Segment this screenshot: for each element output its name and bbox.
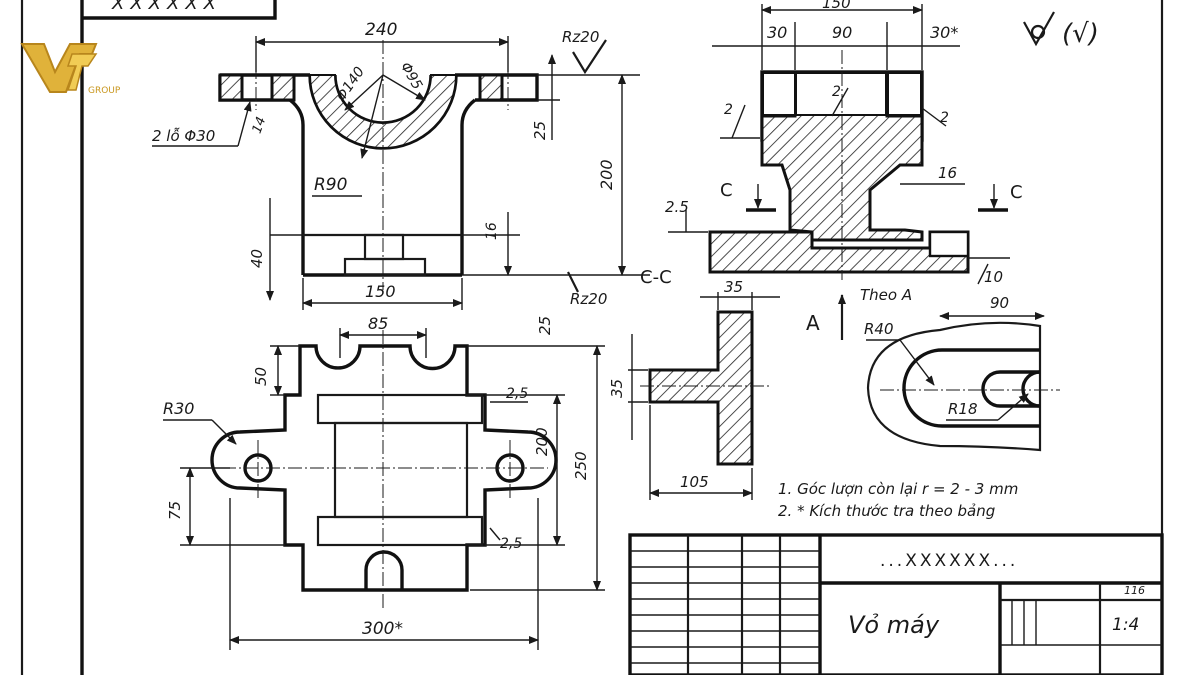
front-dim-25: 25 [531,121,549,140]
title-scale: 1:4 [1112,615,1139,635]
side-dim-25: 2.5 [665,198,689,216]
top-dim-25b: 2,5 [500,536,522,552]
top-label-box: XXXXXX [82,0,277,20]
side-dim-30-left: 30 [767,23,787,42]
detail-arrow-label: A [806,311,820,335]
front-dim-holes: 2 lỗ Φ30 [152,127,215,145]
side-dim-30-right: 30* [930,23,958,42]
side-dim-2a: 2 [724,102,733,118]
top-dim-250: 250 [572,451,590,480]
front-view: 240 Φ140 Φ95 R90 2 lỗ Φ30 14 25 200 Rz20… [152,20,650,310]
top-dim-75: 75 [166,501,184,520]
front-dim-phi95: Φ95 [397,60,425,93]
sheet-border [20,0,1164,675]
top-dim-50: 50 [252,367,270,386]
top-dim-25: 25 [536,316,554,335]
top-dim-25a: 2,5 [506,386,528,402]
side-dim-16: 16 [938,164,957,182]
side-dim-150: 150 [822,0,851,12]
top-dim-200: 200 [533,427,551,456]
note-1: 1. Góc lượn còn lại r = 2 - 3 mm [778,480,1018,498]
detail-dim-r40: R40 [864,320,894,338]
section-dim-105: 105 [680,473,709,491]
title-block: ...XXXXXX... Vỏ máy 116 1:4 [628,533,1164,675]
front-dim-150: 150 [365,282,396,301]
title-sheet-code: 116 [1124,584,1145,597]
technical-notes: 1. Góc lượn còn lại r = 2 - 3 mm 2. * Kí… [778,480,1018,520]
section-dim-35-side: 35 [608,379,626,398]
detail-dim-90: 90 [990,294,1009,312]
roughness-text: (√) [1062,19,1099,49]
title-designation: ...XXXXXX... [880,551,1018,571]
roughness-symbol: (√) [1023,11,1099,49]
front-rz20-top: Rz20 [562,28,599,46]
side-dim-2b: 2 [832,84,841,100]
front-rz20-bottom: Rz20 [570,290,607,308]
detail-view-a: A Theo A 90 R40 R18 [806,286,1060,452]
side-dim-10: 10 [984,268,1003,286]
title-part-name: Vỏ máy [848,611,940,639]
front-dim-40: 40 [248,249,266,268]
front-dim-r90: R90 [314,175,347,195]
section-cc-title: C-C [640,267,672,288]
section-dim-35-top: 35 [724,278,743,296]
side-cut-c-right: C [1010,182,1023,203]
front-dim-14: 14 [250,115,270,136]
top-view: 85 25 50 R30 2,5 2,5 200 250 75 300* [163,314,605,650]
front-dim-16: 16 [484,222,500,240]
side-view: 150 30 90 30* 2 2 2 16 2.5 10 C C [665,0,1023,286]
top-dim-r30: R30 [163,399,194,418]
front-dim-phi140: Φ140 [333,64,368,104]
top-dim-300: 300* [362,619,403,639]
note-2: 2. * Kích thước tra theo bảng [778,502,995,520]
top-dim-85: 85 [368,314,388,333]
section-cc: C-C 35 35 105 [608,267,780,500]
front-dim-240: 240 [365,20,397,40]
detail-dim-r18: R18 [948,400,978,418]
side-dim-2c: 2 [940,110,949,126]
logo-sub-text: GROUP [88,86,121,96]
side-dim-90: 90 [832,23,852,42]
detail-title: Theo A [860,286,912,304]
front-dim-200: 200 [597,159,616,190]
top-label-text: XXXXXX [111,0,222,14]
side-cut-c-left: C [720,180,733,201]
brand-logo: GROUP [20,43,121,96]
